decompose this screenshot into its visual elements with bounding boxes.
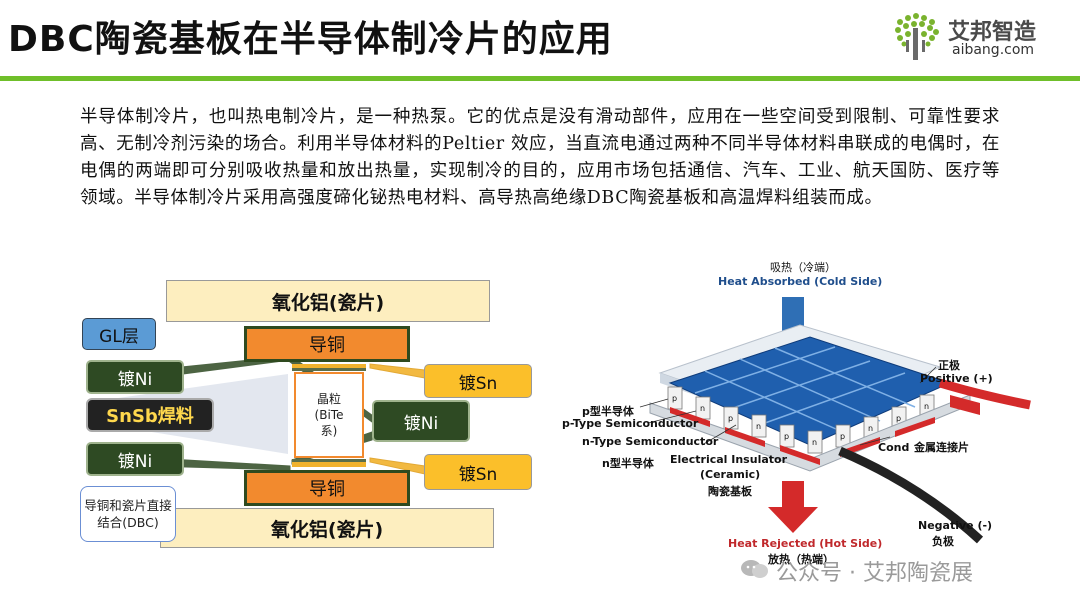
- svg-text:p: p: [728, 414, 733, 423]
- bottom-copper: 导铜: [244, 470, 410, 506]
- bottom-sn-layer: [292, 462, 366, 467]
- n-type-cn: n型半导体: [602, 457, 654, 470]
- wechat-icon: [741, 560, 768, 578]
- hot-side-en: Heat Rejected (Hot Side): [728, 537, 883, 550]
- hot-side-cn: 放热（热端）: [768, 553, 834, 566]
- watermark-text: 公众号 · 艾邦陶瓷展: [776, 561, 973, 586]
- gl-layer-tag: GL层: [82, 318, 156, 350]
- peltier-illustration: p n p n p n p n p n: [639, 297, 1031, 544]
- positive-en: Positive (+): [920, 372, 993, 385]
- svg-text:n: n: [868, 424, 873, 433]
- bite-grain: 晶粒 (BiTe 系): [294, 372, 364, 458]
- svg-text:p: p: [784, 432, 789, 441]
- peltier-module-diagram: p n p n p n p n p n 吸热（冷端） Heat Absorbed (Cold…: [560, 255, 1060, 580]
- negative-en: Negative (-): [918, 519, 993, 532]
- top-sn-layer: [292, 364, 366, 368]
- cold-side-cn: 吸热（冷端）: [770, 261, 836, 274]
- top-ceramic: 氧化铝(瓷片): [166, 280, 490, 322]
- bottom-ni-layer: [292, 459, 366, 462]
- sn-tag-top-right: 镀Sn: [424, 364, 532, 398]
- dbc-note: 导铜和瓷片直接结合(DBC): [80, 486, 176, 542]
- intro-paragraph: 半导体制冷片，也叫热电制冷片，是一种热泵。它的优点是没有滑动部件，应用在一些空间…: [80, 107, 1000, 208]
- ni-tag-right: 镀Ni: [372, 400, 470, 442]
- cold-side-en: Heat Absorbed (Cold Side): [718, 275, 883, 288]
- grain-label-1: 晶粒: [316, 392, 341, 406]
- aibang-logo: 艾邦智造 aibang.com: [890, 10, 1065, 66]
- p-type-en: p-Type Semiconductor: [562, 417, 699, 430]
- logo-name: 艾邦智造: [948, 20, 1037, 45]
- p-type-cn: p型半导体: [582, 405, 634, 418]
- conductor-cn: 金属连接片: [914, 441, 969, 454]
- svg-text:p: p: [840, 432, 845, 441]
- top-ni-layer: [292, 368, 366, 371]
- top-copper: 导铜: [244, 326, 410, 362]
- svg-text:n: n: [924, 402, 929, 411]
- grain-label-3: 系): [320, 424, 338, 438]
- insulator-en-1: Electrical Insulator: [670, 453, 787, 466]
- ni-tag-top-left: 镀Ni: [86, 360, 184, 394]
- svg-text:p: p: [672, 394, 677, 403]
- title-divider: [0, 76, 1080, 81]
- svg-text:n: n: [700, 404, 705, 413]
- svg-text:p: p: [896, 414, 901, 423]
- svg-text:n: n: [756, 422, 761, 431]
- snsb-solder-tag: SnSb焊料: [86, 398, 214, 432]
- dbc-structure-diagram: 氧化铝(瓷片) GL层 导铜 镀Ni 镀Sn 晶粒 (BiTe 系) SnSb焊…: [80, 270, 540, 560]
- positive-cn: 正极: [938, 359, 960, 372]
- ni-tag-bottom-left: 镀Ni: [86, 442, 184, 476]
- insulator-cn: 陶瓷基板: [708, 485, 752, 498]
- svg-text:n: n: [812, 438, 817, 447]
- conductor-en: Cond: [878, 441, 910, 454]
- n-type-en: n-Type Semiconductor: [582, 435, 719, 448]
- grain-label-2: (BiTe: [314, 408, 344, 422]
- dot-tree-logo-icon: [895, 13, 939, 60]
- page-title: DBC陶瓷基板在半导体制冷片的应用: [8, 19, 613, 60]
- sn-tag-bottom-right: 镀Sn: [424, 454, 532, 490]
- bottom-ceramic: 氧化铝(瓷片): [160, 508, 494, 548]
- logo-domain: aibang.com: [952, 42, 1035, 58]
- insulator-en-2: (Ceramic): [700, 468, 761, 481]
- negative-cn: 负极: [932, 535, 954, 548]
